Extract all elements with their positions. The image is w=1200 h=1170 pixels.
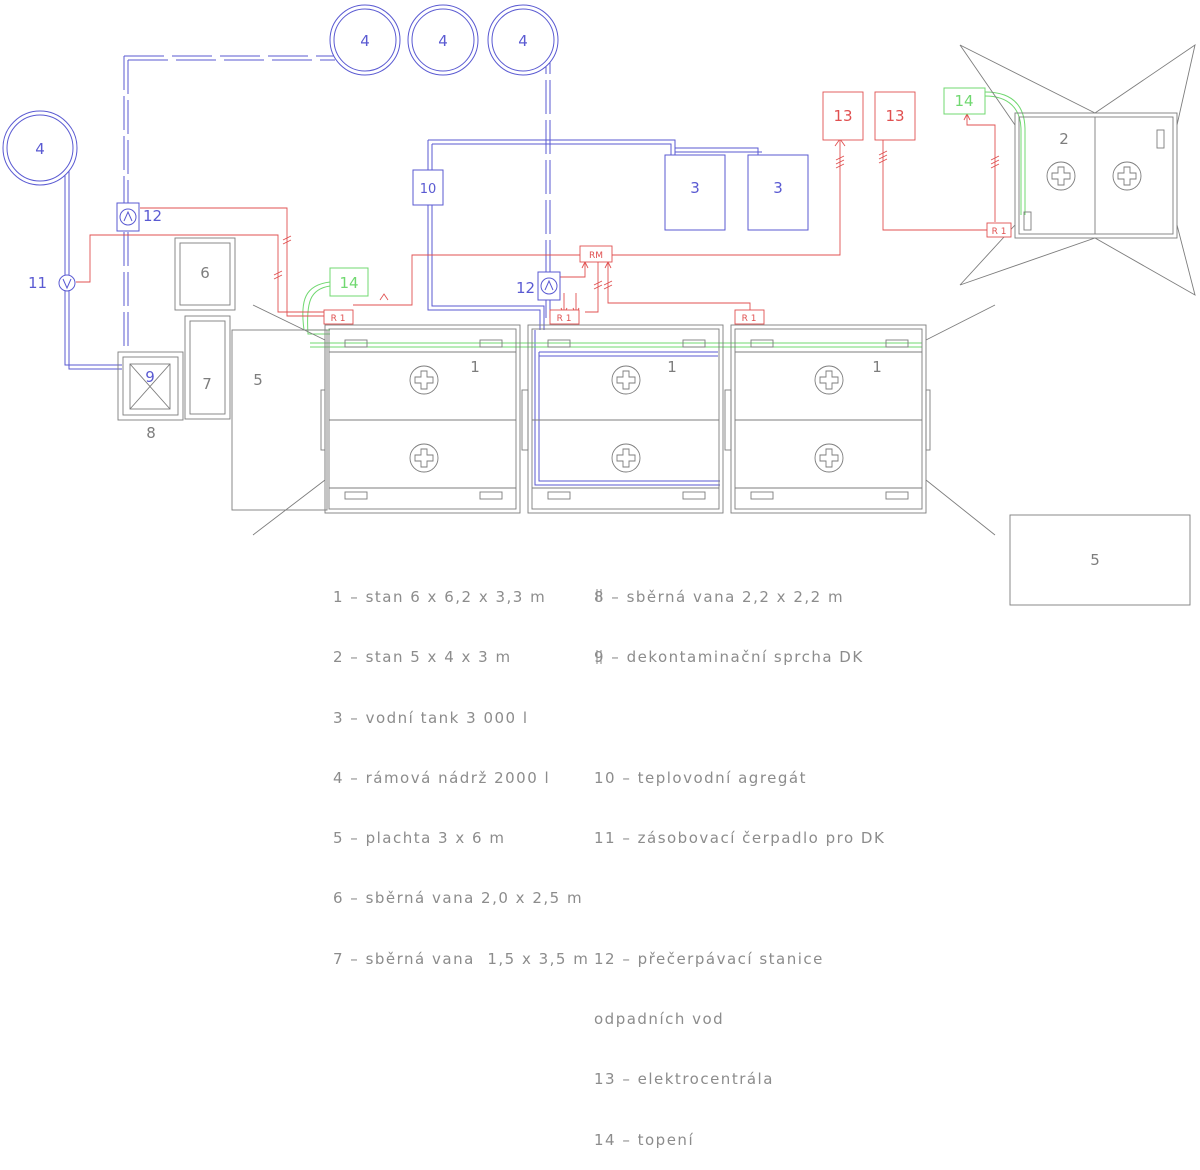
legend-item: 4 – rámová nádrž 2000 l (333, 768, 551, 787)
legend-item: 3 – vodní tank 3 000 l (333, 708, 529, 727)
legend-item: 9 – dekontaminační sprcha DK (594, 648, 864, 667)
label-shower-9: 9 (145, 368, 155, 386)
legend-item: 6 – sběrná vana 2,0 x 2,5 m (333, 889, 584, 908)
label-tent-1: 1 (667, 358, 677, 376)
legend-left: 1 – stan 6 x 6,2 x 3,3 m 2 – stan 5 x 4 … (333, 547, 589, 989)
legend-item: 8 – sběrná vana 2,2 x 2,2 m (594, 588, 845, 606)
rm-box (579, 245, 613, 263)
label-r1: R 1 (992, 227, 1007, 237)
fan-icon (814, 365, 844, 395)
legend-item: 1 – stan 6 x 6,2 x 3,3 m (333, 588, 547, 606)
pump-12-box-middle (537, 271, 561, 301)
label-tank-4: 4 (360, 32, 370, 50)
label-tent-2: 2 (1059, 130, 1069, 148)
label-rm: RM (589, 251, 603, 261)
label-tent-1: 1 (470, 358, 480, 376)
legend-item: 12 – přečerpávací stanice (594, 949, 824, 968)
heating-pipes (302, 91, 1026, 348)
label-tarp-5: 5 (1090, 551, 1100, 569)
legend-item: 13 – elektrocentrála (594, 1070, 774, 1089)
regulator-box-4 (986, 222, 1012, 238)
heating-box-1 (329, 267, 369, 297)
label-pump-12: 12 (516, 279, 535, 297)
label-tank-3: 3 (690, 179, 700, 197)
label-collector-6: 6 (200, 264, 210, 282)
electric-equipment (323, 91, 1012, 325)
heater-box (412, 169, 444, 206)
pump-12-box-left (116, 202, 140, 232)
legend-item: 11 – zásobovací čerpadlo pro DK (594, 829, 886, 848)
fan-icon (409, 443, 439, 473)
label-tarp-5: 5 (253, 371, 263, 389)
water-equipment (2, 4, 809, 301)
label-r1: R 1 (557, 314, 572, 324)
structures (117, 43, 1196, 606)
water-tank-2 (747, 154, 809, 231)
water-pipes (64, 40, 762, 486)
heating-box-2 (943, 87, 986, 115)
legend-right: 8 – sběrná vana 2,2 x 2,2 m 9 – dekontam… (594, 547, 885, 1170)
fan-icon (611, 443, 641, 473)
legend-item: 10 – teplovodní agregát (594, 768, 807, 787)
legend-item: 5 – plachta 3 x 6 m (333, 829, 506, 848)
label-tank-4: 4 (35, 140, 45, 158)
legend-item (594, 888, 885, 908)
label-pump-12: 12 (143, 207, 162, 225)
label-generator-13: 13 (885, 107, 904, 125)
fan-icon (814, 443, 844, 473)
legend-item: 14 – topení (594, 1130, 695, 1149)
frame-tank-top-2 (407, 4, 479, 76)
label-generator-13: 13 (833, 107, 852, 125)
label-collector-7: 7 (202, 375, 212, 393)
label-tent-1: 1 (872, 358, 882, 376)
label-tank-4: 4 (518, 32, 528, 50)
water-tank-1 (664, 154, 726, 231)
legend-item: 7 – sběrná vana 1,5 x 3,5 m (333, 949, 590, 968)
label-r1: R 1 (742, 314, 757, 324)
label-tank-3: 3 (773, 179, 783, 197)
label-collector-8: 8 (146, 424, 156, 442)
regulator-box-3 (734, 309, 765, 325)
fan-icon (1046, 161, 1076, 191)
diagram-labels: 4 4 4 4 3 3 10 11 12 12 13 13 RM R 1 R 1… (28, 32, 1100, 569)
heating-equipment (329, 87, 986, 297)
site-layout-diagram: 4 4 4 4 3 3 10 11 12 12 13 13 RM R 1 R 1… (2, 4, 1196, 664)
label-heating-14: 14 (339, 274, 358, 292)
regulator-box-1 (323, 309, 354, 325)
legend-item: odpadních vod (594, 1010, 725, 1029)
label-r1: R 1 (331, 314, 346, 324)
regulator-box-2 (549, 309, 580, 325)
generator-box-2 (874, 91, 916, 141)
frame-tank-top-3 (487, 4, 559, 76)
legend-tick-marks (596, 589, 602, 664)
label-heater-10: 10 (420, 182, 437, 197)
legend-item: 2 – stan 5 x 4 x 3 m (333, 648, 512, 667)
generator-box-1 (822, 91, 864, 141)
fan-icons (409, 161, 1142, 473)
frame-tank-top-1 (329, 4, 401, 76)
label-pump-11: 11 (28, 274, 47, 292)
frame-tank-left (2, 110, 78, 186)
legend-item (594, 708, 885, 728)
fan-icon (611, 365, 641, 395)
label-heating-14: 14 (954, 92, 973, 110)
fan-icon (1112, 161, 1142, 191)
fan-icon (409, 365, 439, 395)
label-tank-4: 4 (438, 32, 448, 50)
